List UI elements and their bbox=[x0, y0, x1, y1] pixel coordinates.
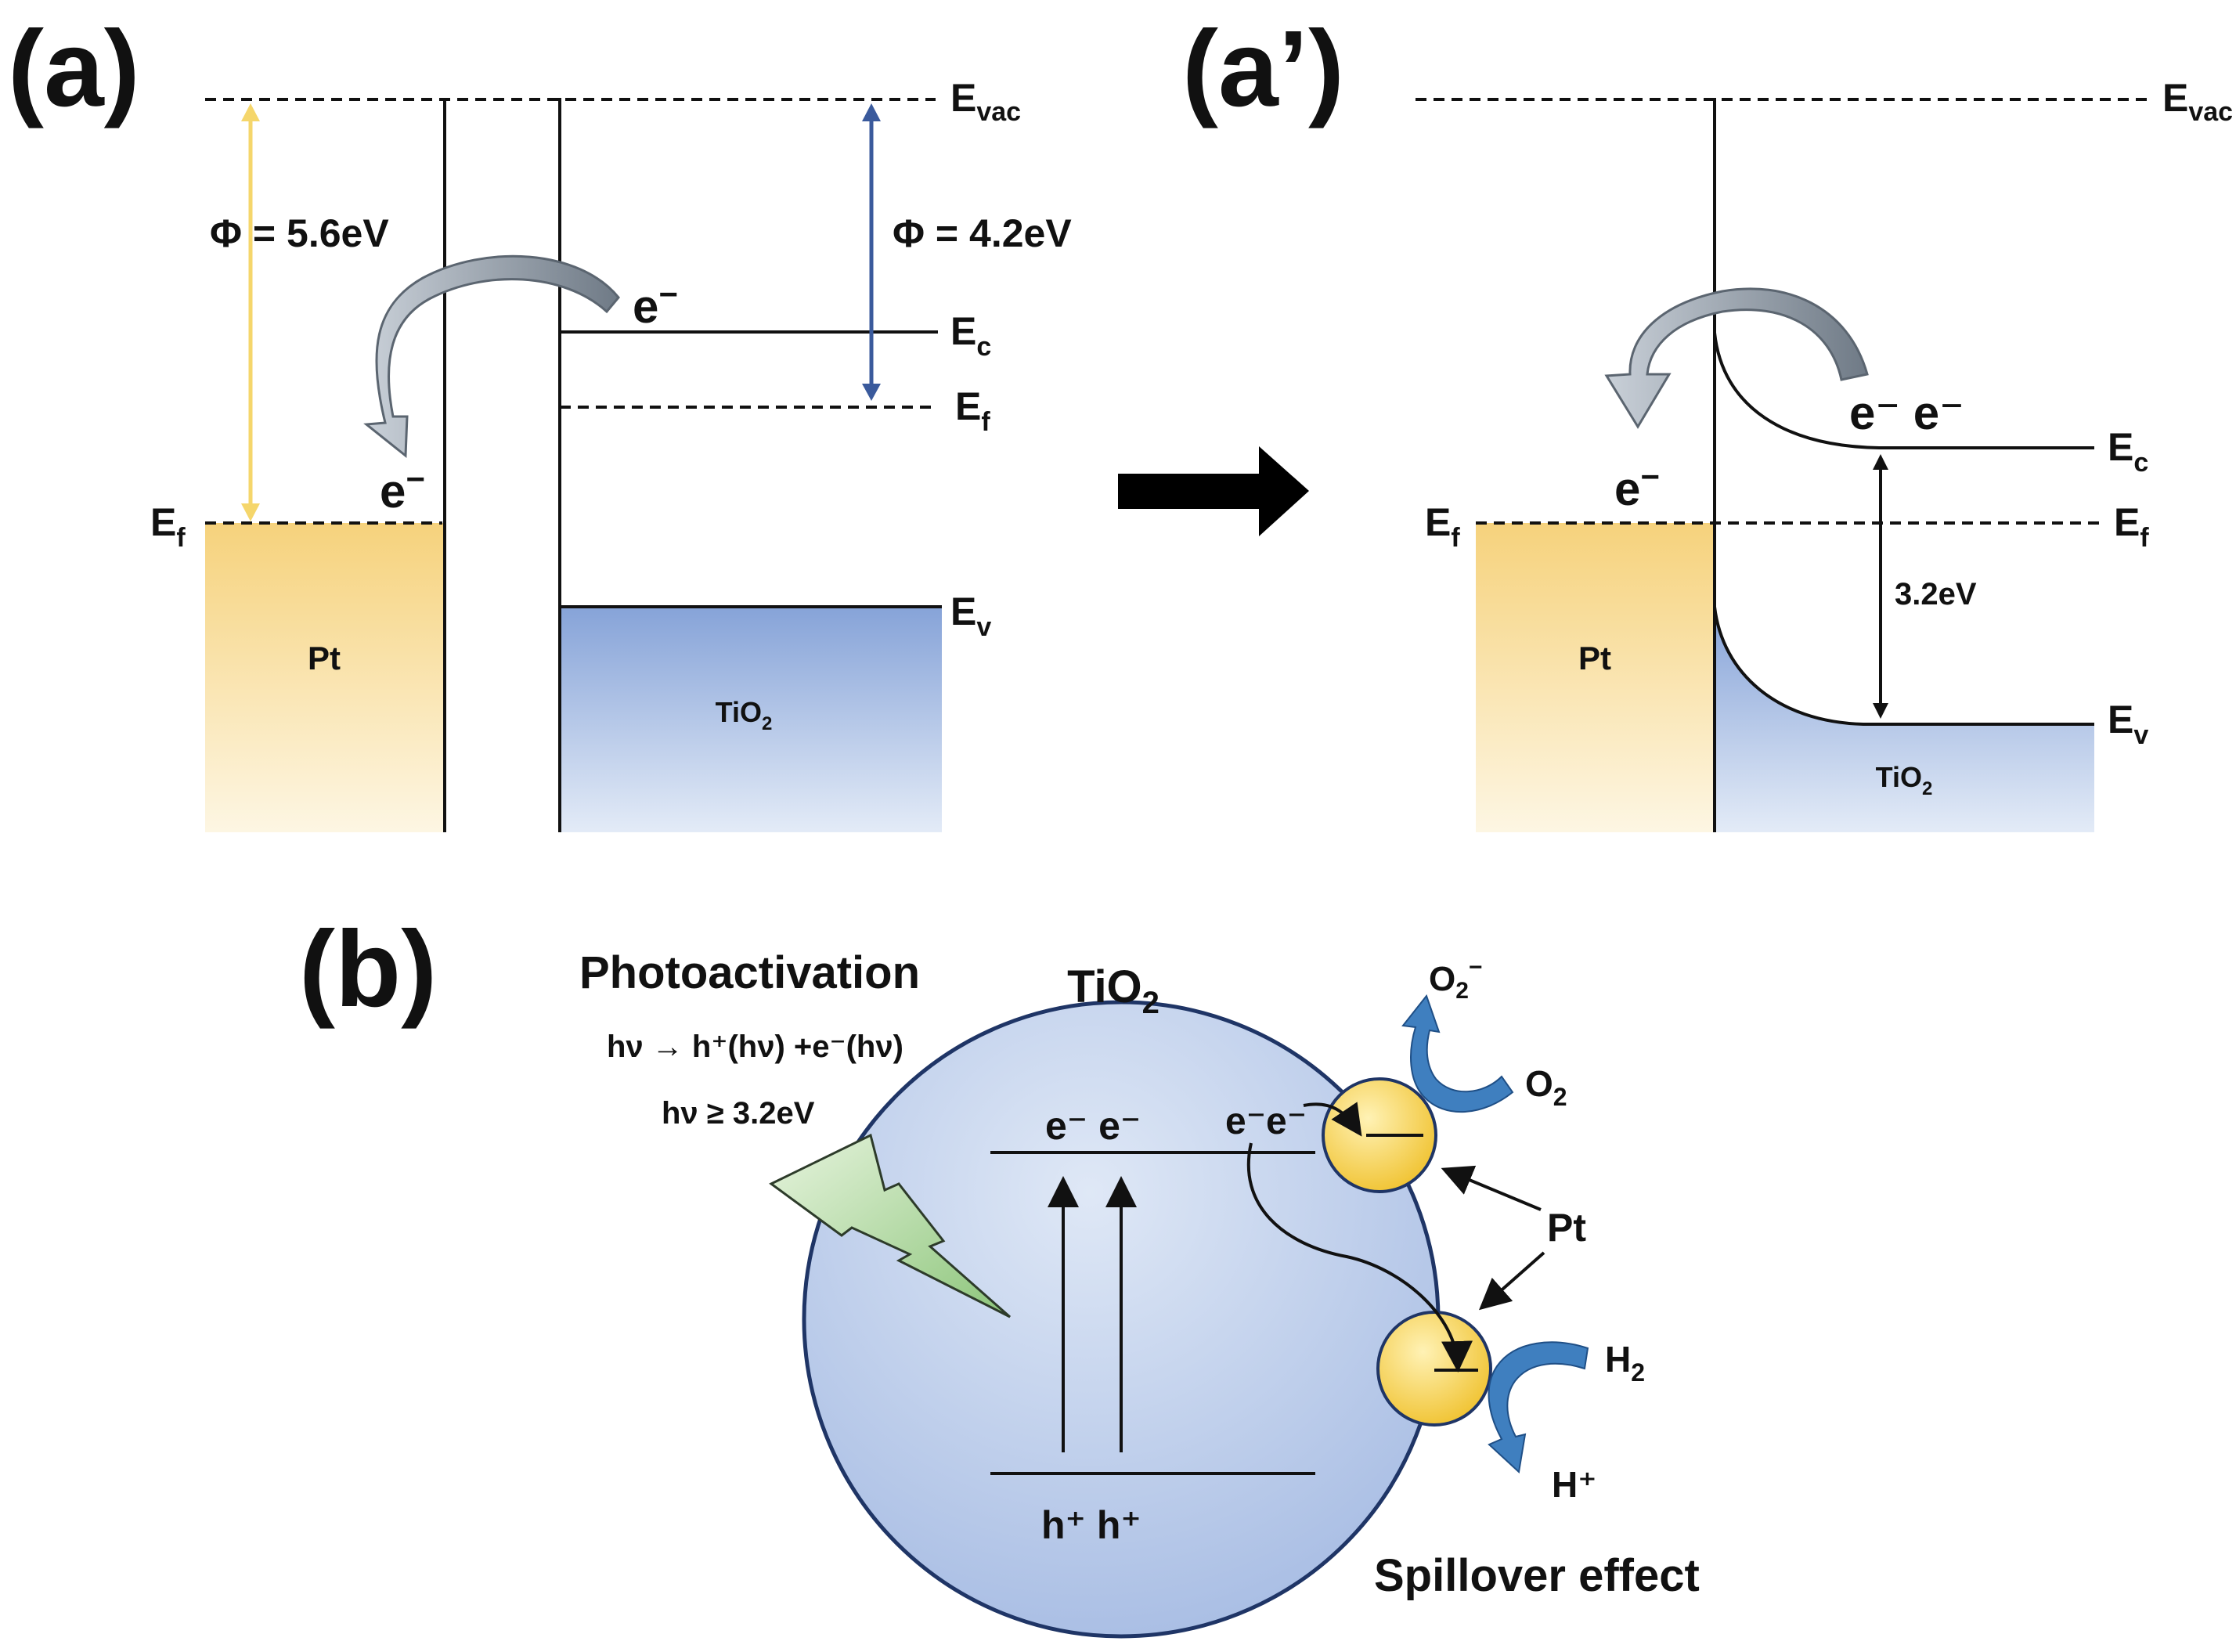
tio2-work-function-arrowhead-bottom bbox=[862, 384, 881, 401]
panel-a-label: (a) bbox=[8, 9, 140, 129]
electron-transfer-arrow bbox=[363, 254, 620, 459]
surface-electrons-label: e⁻e⁻ bbox=[1225, 1101, 1307, 1142]
ef-right-label-prime: Ef bbox=[2114, 500, 2149, 553]
oxygen-reduction-arrow bbox=[1401, 994, 1514, 1113]
panel-b: (b) TiO2 e⁻ e⁻ h⁺ h⁺ e⁻e⁻ Photoactivatio… bbox=[299, 909, 1700, 1639]
hydrogen-label: H2 bbox=[1605, 1339, 1645, 1387]
panel-b-label: (b) bbox=[299, 909, 437, 1030]
holes-label: h⁺ h⁺ bbox=[1041, 1503, 1141, 1547]
panel-a: (a) Pt TiO2 Evac Ef Ec Ef Ev Φ = 5.6eV Φ bbox=[8, 9, 1072, 832]
electron-pt-label-prime: e− bbox=[1614, 458, 1660, 515]
ev-label: Ev bbox=[950, 590, 991, 642]
tio2-block bbox=[560, 607, 942, 832]
transition-arrow bbox=[1118, 446, 1309, 536]
band-gap-label: 3.2eV bbox=[1895, 577, 1977, 611]
tio2-label-prime: TiO2 bbox=[1876, 761, 1933, 799]
electrons-cb-label-prime: e⁻ e⁻ bbox=[1849, 387, 1964, 439]
light-flash-icon bbox=[769, 1133, 1011, 1318]
electron-path-bottom bbox=[1246, 1142, 1473, 1372]
pt-pointer-top bbox=[1441, 1165, 1542, 1211]
photoactivation-reaction: hν → h⁺(hν) +e⁻(hν) bbox=[607, 1030, 903, 1064]
pt-label: Pt bbox=[308, 640, 341, 676]
band-gap-arrowhead-top bbox=[1873, 454, 1888, 470]
evac-label-prime: Evac bbox=[2162, 76, 2233, 127]
hydrogen-spillover-arrow bbox=[1488, 1341, 1589, 1473]
pt-label-prime: Pt bbox=[1578, 640, 1611, 676]
pt-pointer-bottom bbox=[1479, 1251, 1545, 1311]
ec-label-prime: Ec bbox=[2108, 425, 2148, 478]
tio2-particle-label: TiO2 bbox=[1067, 961, 1159, 1020]
ef-left-label-prime: Ef bbox=[1425, 500, 1460, 553]
superoxide-label: O2− bbox=[1429, 954, 1482, 1004]
pt-block bbox=[205, 523, 444, 832]
band-gap-arrowhead-bottom bbox=[1873, 703, 1888, 719]
tio2-work-function-label: Φ = 4.2eV bbox=[893, 211, 1072, 255]
tio2-block-prime bbox=[1715, 607, 2094, 832]
panel-a-prime-label: (a’) bbox=[1182, 9, 1344, 129]
pt-work-function-arrowhead-bottom bbox=[241, 503, 260, 521]
ev-label-prime: Ev bbox=[2108, 698, 2148, 750]
pt-ef-label: Ef bbox=[150, 500, 186, 553]
cb-electrons-label: e⁻ e⁻ bbox=[1045, 1104, 1141, 1148]
electron-label-pt: e− bbox=[380, 460, 425, 518]
tio2-label: TiO2 bbox=[716, 696, 773, 734]
photoactivation-title: Photoactivation bbox=[579, 947, 920, 998]
pt-work-function-arrowhead-top bbox=[241, 103, 260, 121]
ec-label: Ec bbox=[950, 309, 991, 362]
electron-label-tio2: e− bbox=[633, 276, 678, 333]
panel-a-prime: (a’) Pt TiO2 Evac Ef Ef Ec Ev 3.2eV e⁻ e… bbox=[1182, 9, 2233, 832]
proton-label: H⁺ bbox=[1552, 1464, 1597, 1505]
valence-band-bent bbox=[1713, 606, 2094, 726]
pt-work-function-label: Φ = 5.6eV bbox=[210, 211, 389, 255]
tio2-work-function-arrowhead-top bbox=[862, 103, 881, 121]
oxygen-label: O2 bbox=[1525, 1063, 1567, 1111]
conduction-band-bent bbox=[1713, 332, 2094, 449]
electron-path-top bbox=[1303, 1102, 1362, 1137]
spillover-label: Spillover effect bbox=[1374, 1550, 1700, 1601]
pt-block-prime bbox=[1476, 523, 1715, 832]
tio2-ef-label: Ef bbox=[955, 384, 990, 437]
evac-label: Evac bbox=[950, 76, 1021, 127]
pt-particle-label: Pt bbox=[1547, 1206, 1586, 1250]
photoactivation-threshold: hν ≥ 3.2eV bbox=[662, 1096, 815, 1131]
electron-transfer-arrow-prime bbox=[1604, 287, 1869, 429]
